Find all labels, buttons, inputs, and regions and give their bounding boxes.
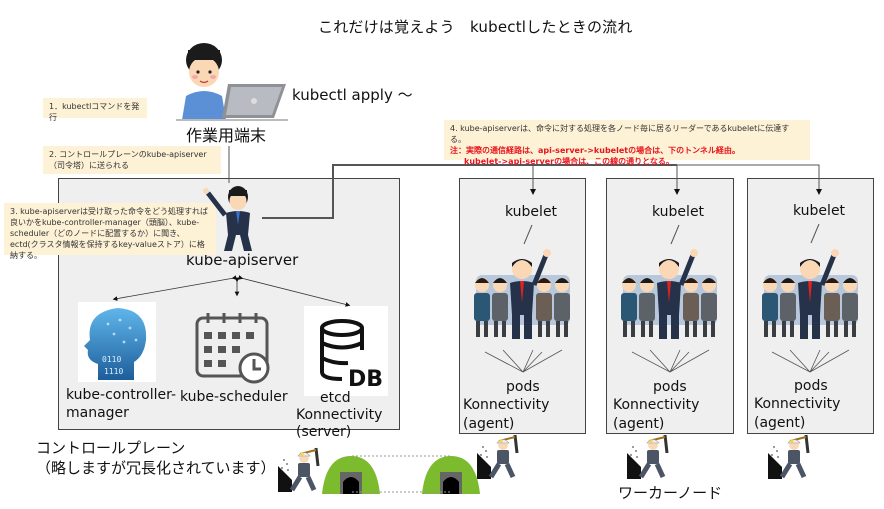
db-icon-text: DB <box>348 367 383 392</box>
konnectivity-server-label: Konnectivity <box>296 407 383 423</box>
team-leader-icon <box>762 249 858 339</box>
kubelet-label-3: kubelet <box>793 203 846 219</box>
tunnel-icon <box>422 456 480 494</box>
note-step4: 4. kube-apiserverは、命令に対する処理を各ノード毎に居るリーダー… <box>444 120 810 166</box>
note-step4-text: 4. kube-apiserverは、命令に対する処理を各ノード毎に居るリーダー… <box>450 124 790 144</box>
svg-text:1110: 1110 <box>104 367 123 376</box>
svg-text:0110: 0110 <box>102 355 121 364</box>
konnectivity-label-1: Konnectivity <box>463 397 550 413</box>
etcd-label: etcd <box>320 390 351 406</box>
brain-ai-icon: 0110 1110 <box>84 308 147 380</box>
miner-digging-icon <box>768 434 810 479</box>
control-plane-caption-2: （略しますが冗長化されています） <box>36 459 276 477</box>
note-step2: 2. コントロールプレーンのkube-apiserver（司令塔）に送られる <box>43 146 221 174</box>
note-step3-text: 3. kube-apiserverは受け取った命令をどう処理すれば良いかをkub… <box>10 207 209 260</box>
etcd-image: DB <box>304 306 388 396</box>
control-plane-caption-1: コントロールプレーン <box>36 439 186 457</box>
team-illustration-1 <box>470 245 576 341</box>
kubelet-label-1: kubelet <box>505 204 558 220</box>
controller-manager-label-2: manager <box>66 405 129 421</box>
calendar-clock-icon <box>195 313 270 384</box>
pods-label-1: pods <box>506 379 540 395</box>
tunnel-left <box>322 454 380 494</box>
controller-manager-image: 0110 1110 <box>78 302 156 382</box>
server-label: (server) <box>296 424 352 440</box>
terminal-label: 作業用端末 <box>186 126 267 145</box>
note-step3: 3. kube-apiserverは受け取った命令をどう処理すれば良いかをkub… <box>4 203 216 260</box>
konnectivity-label-3: Konnectivity <box>754 396 841 412</box>
page-title: これだけは覚えよう kubectlしたときの流れ <box>318 18 633 36</box>
team-leader-icon <box>474 249 570 339</box>
pointing-businessman-icon <box>203 186 252 251</box>
team-illustration-2 <box>617 245 723 341</box>
miner-digging-icon <box>477 434 519 479</box>
team-illustration-3 <box>758 245 864 341</box>
command-text: kubectl apply 〜 <box>292 86 413 104</box>
pods-label-3: pods <box>794 378 828 394</box>
agent-label-2: (agent) <box>613 416 665 432</box>
note-step1: 1．kubectlコマンドを発行 <box>43 98 147 122</box>
scheduler-label: kube-scheduler <box>180 389 288 405</box>
person-at-laptop-icon <box>176 43 288 121</box>
worker-node-caption: ワーカーノード <box>618 484 723 502</box>
miner-node-1 <box>477 433 527 481</box>
controller-manager-label-1: kube-controller- <box>66 387 177 403</box>
kubelet-label-2: kubelet <box>652 204 705 220</box>
team-leader-icon <box>621 249 717 339</box>
tunnel-icon <box>322 456 380 494</box>
note-step4-warning-2: kubelet->api-serverの場合は、この線の通りとなる。 <box>464 157 674 166</box>
apiserver-illustration <box>200 183 264 253</box>
agent-label-1: (agent) <box>463 416 515 432</box>
miner-digging-icon <box>278 447 320 492</box>
tunnel-right <box>422 454 480 494</box>
agent-label-3: (agent) <box>754 415 806 431</box>
konnectivity-label-2: Konnectivity <box>613 397 700 413</box>
note-step4-warning-1: 注：実際の通信経路は、api-server->kubeletの場合は、下のトンネ… <box>450 146 740 155</box>
scheduler-image <box>194 312 272 384</box>
note-step1-text: 1．kubectlコマンドを発行 <box>49 102 140 122</box>
miner-digging-icon <box>627 434 669 479</box>
pods-label-2: pods <box>653 379 687 395</box>
miner-control-plane <box>278 446 328 494</box>
miner-node-3 <box>768 433 818 481</box>
database-icon: DB <box>320 319 383 392</box>
miner-node-2 <box>627 433 677 481</box>
operator-illustration <box>176 40 288 122</box>
apiserver-label: kube-apiserver <box>186 251 299 269</box>
note-step2-text: 2. コントロールプレーンのkube-apiserver（司令塔）に送られる <box>49 150 207 170</box>
